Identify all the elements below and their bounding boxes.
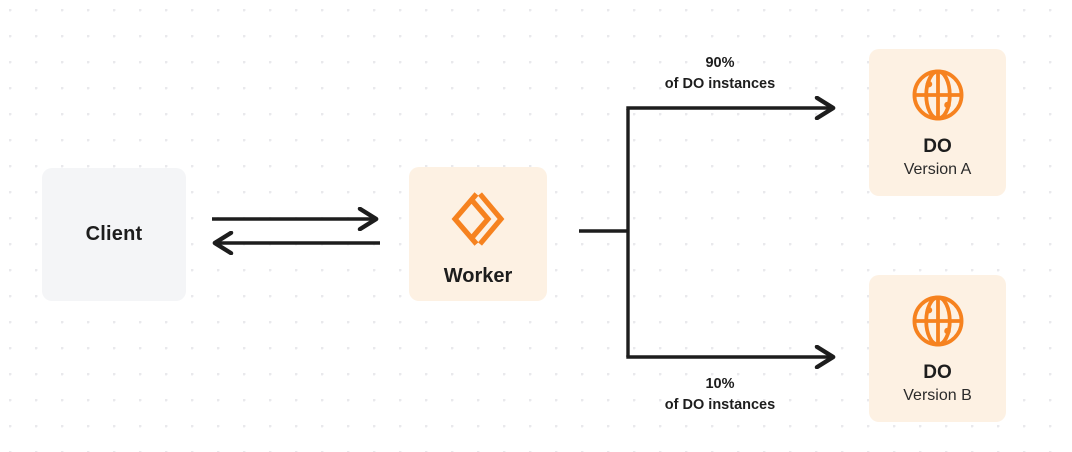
- node-worker[interactable]: Worker: [409, 167, 547, 301]
- edge-label-do-a: 90% of DO instances: [620, 53, 820, 94]
- node-worker-label: Worker: [443, 265, 513, 287]
- node-do-b-label: DO: [923, 362, 952, 383]
- node-do-a-sublabel: Version A: [903, 161, 972, 178]
- node-do-version-a[interactable]: DO Version A: [869, 49, 1006, 196]
- edge-label-do-b-percent: 10%: [705, 376, 735, 392]
- edge-label-do-b: 10% of DO instances: [620, 374, 820, 415]
- node-do-b-sublabel: Version B: [903, 387, 972, 404]
- node-client[interactable]: Client: [42, 168, 186, 301]
- globe-icon: [909, 66, 967, 124]
- edge-label-do-b-description: of DO instances: [664, 396, 776, 413]
- node-client-label: Client: [85, 223, 143, 245]
- edge-worker-branch-stub: [579, 109, 630, 357]
- edge-label-do-a-percent: 90%: [705, 55, 735, 71]
- workers-logo-icon: [447, 188, 509, 250]
- node-do-version-b[interactable]: DO Version B: [869, 275, 1006, 422]
- node-do-a-label: DO: [923, 136, 952, 157]
- globe-icon: [909, 292, 967, 350]
- edge-label-do-a-description: of DO instances: [664, 75, 776, 92]
